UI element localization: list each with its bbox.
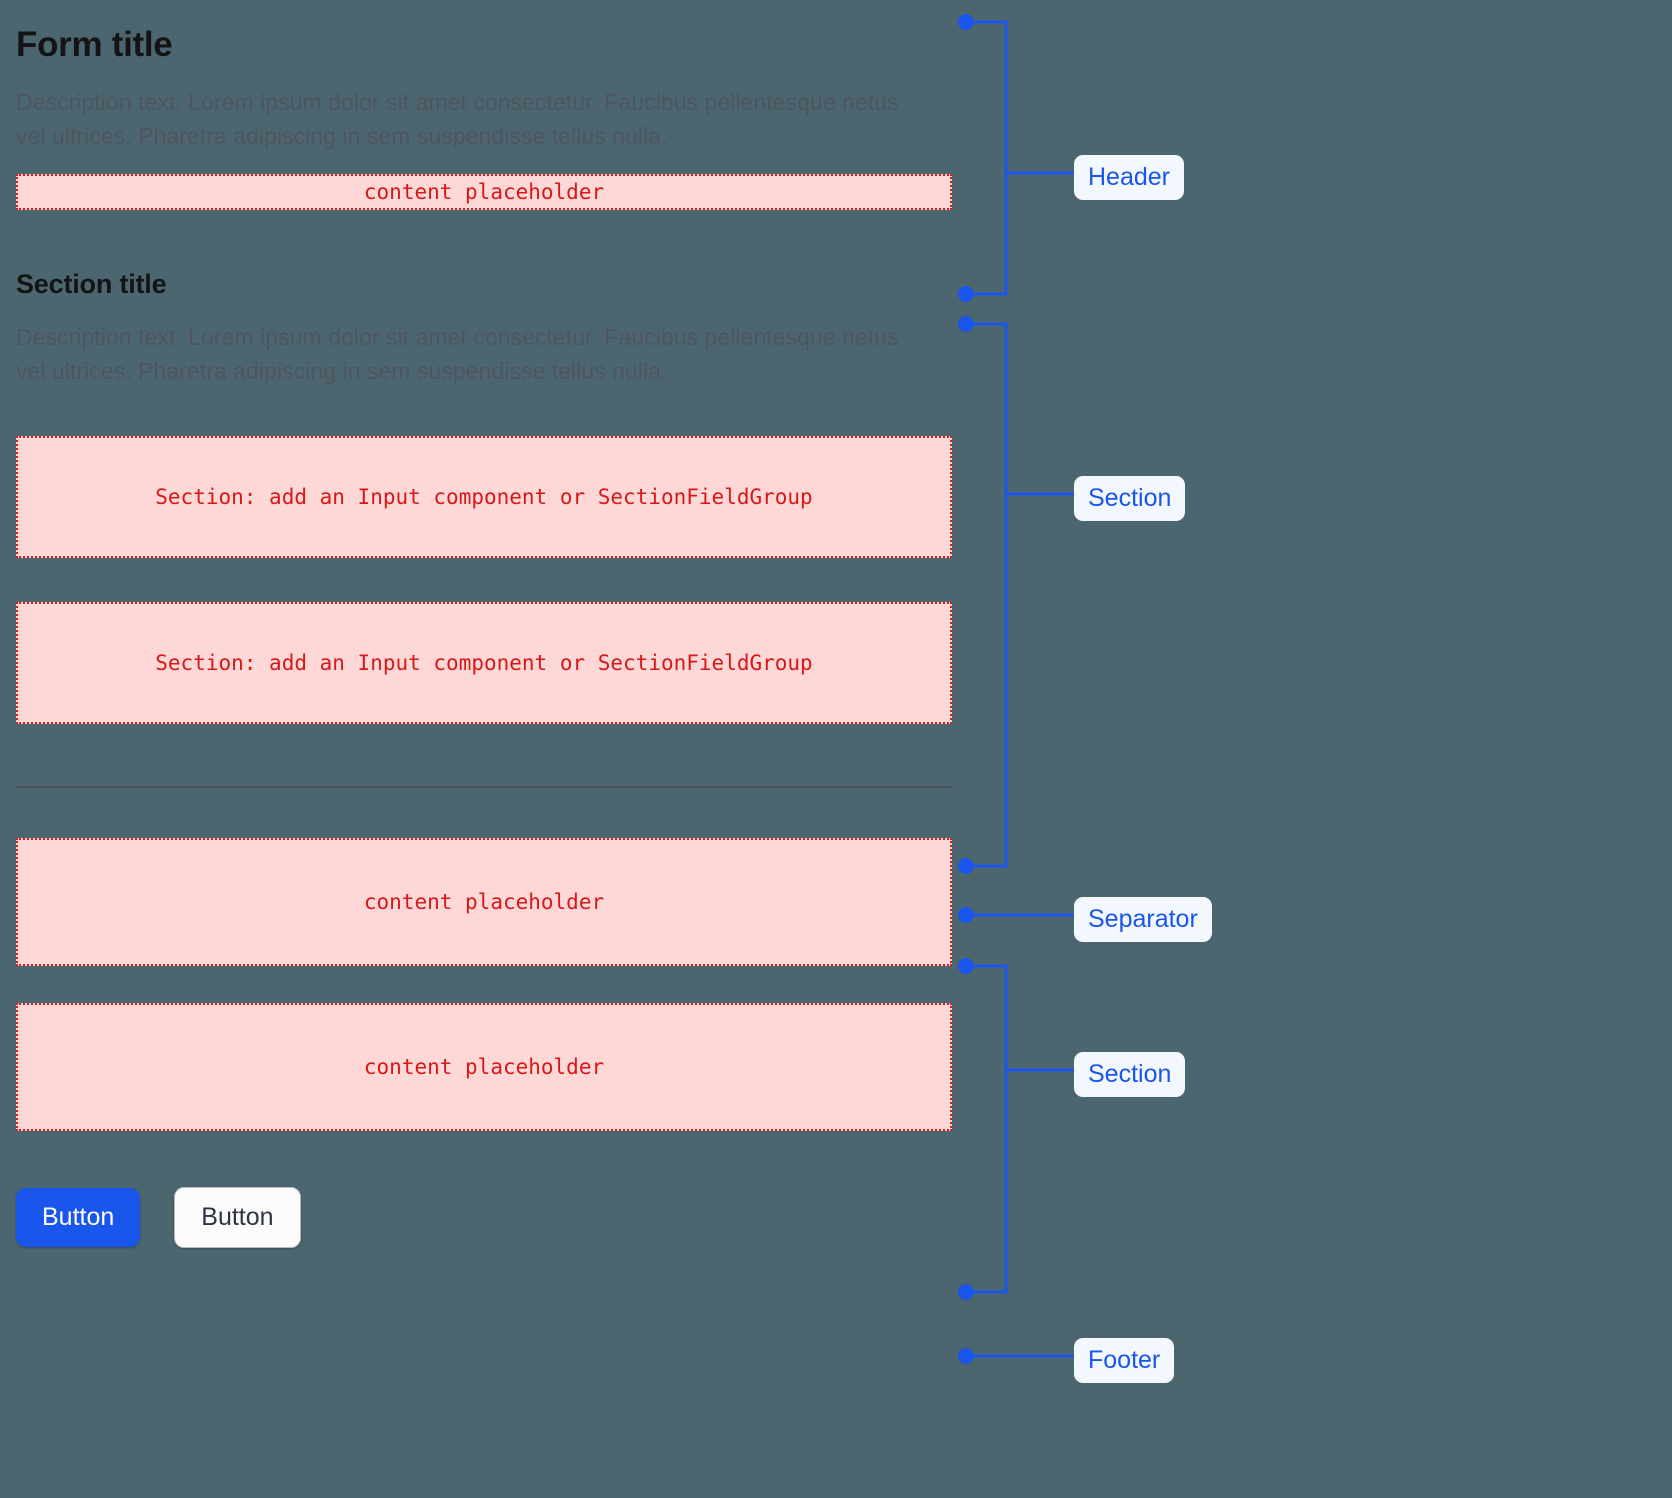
section-field-placeholder: Section: add an Input component or Secti… <box>16 601 952 724</box>
section-one-bracket <box>966 322 1008 868</box>
secondary-button[interactable]: Button <box>174 1186 301 1248</box>
header-content-placeholder: content placeholder <box>16 173 952 210</box>
annotation-label-section-two[interactable]: Section <box>1074 1052 1186 1097</box>
annotation-label-header[interactable]: Header <box>1074 155 1184 200</box>
form-footer: Button Button <box>16 1186 952 1248</box>
section-field-placeholder: Section: add an Input component or Secti… <box>16 435 952 558</box>
section-content-placeholder: content placeholder <box>16 837 952 966</box>
annotation-label-separator[interactable]: Separator <box>1074 897 1212 942</box>
header-bracket <box>966 20 1008 296</box>
header-description: Description text. Lorem ipsum dolor sit … <box>16 89 899 149</box>
form-section-one: Section title Description text. Lorem ip… <box>16 268 952 724</box>
page-title: Form title <box>16 25 173 64</box>
section-description: Description text. Lorem ipsum dolor sit … <box>16 323 899 384</box>
primary-button[interactable]: Button <box>16 1187 141 1247</box>
form-content-column: Form title Description text. Lorem ipsum… <box>16 0 952 1248</box>
form-header: Form title Description text. Lorem ipsum… <box>16 24 952 210</box>
section-two-bracket <box>966 964 1008 1294</box>
annotation-label-footer[interactable]: Footer <box>1074 1338 1175 1383</box>
annotation-label-section-one[interactable]: Section <box>1074 476 1186 521</box>
section-content-placeholder: content placeholder <box>16 1002 952 1131</box>
section-title: Section title <box>16 268 167 299</box>
annotation-endpoint-dots <box>958 14 974 1364</box>
separator <box>16 785 952 788</box>
form-section-two: content placeholder content placeholder <box>16 837 952 1131</box>
